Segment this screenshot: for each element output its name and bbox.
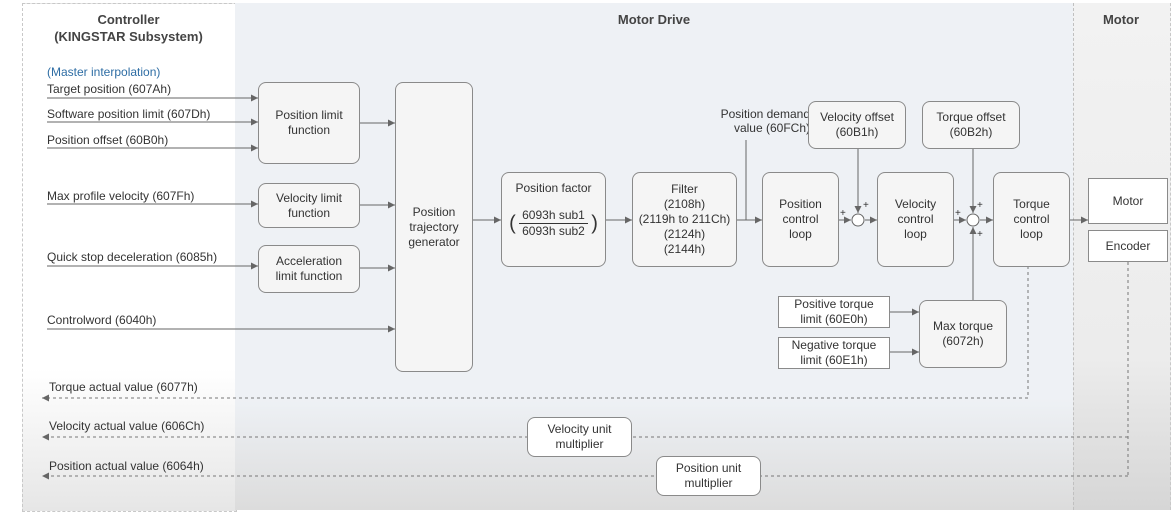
motor-drive-zone-title: Motor Drive xyxy=(617,12,691,27)
motor-block: Motor xyxy=(1088,178,1168,224)
controlword-label: Controlword (6040h) xyxy=(47,313,157,327)
torque-actual-label: Torque actual value (6077h) xyxy=(49,380,198,394)
velocity-actual-label: Velocity actual value (606Ch) xyxy=(49,419,205,433)
position-trajectory-generator-block: Position trajectory generator xyxy=(395,82,473,372)
controller-zone xyxy=(22,3,237,512)
position-demand-value-label: Position demand value (60FCh) xyxy=(720,107,810,135)
controller-zone-title: Controller (KINGSTAR Subsystem) xyxy=(54,12,203,44)
motor-zone-title: Motor xyxy=(1102,12,1140,27)
torque-control-loop-block: Torque control loop xyxy=(993,172,1070,267)
target-position-label: Target position (607Ah) xyxy=(47,82,172,96)
position-control-loop-block: Position control loop xyxy=(762,172,839,267)
velocity-limit-function-block: Velocity limit function xyxy=(258,183,360,228)
positive-torque-limit-block: Positive torque limit (60E0h) xyxy=(778,296,890,328)
position-offset-label: Position offset (60B0h) xyxy=(47,133,169,147)
plus-sign: + xyxy=(977,229,983,240)
position-limit-function-block: Position limit function xyxy=(258,82,360,164)
software-position-limit-label: Software position limit (607Dh) xyxy=(47,107,211,121)
velocity-control-loop-block: Velocity control loop xyxy=(877,172,954,267)
position-unit-multiplier-block: Position unit multiplier xyxy=(656,456,761,496)
plus-sign: + xyxy=(977,200,983,211)
encoder-block: Encoder xyxy=(1088,230,1168,262)
acceleration-limit-function-block: Acceleration limit function xyxy=(258,245,360,293)
position-factor-numerator: 6093h sub1 xyxy=(519,208,588,224)
quick-stop-deceleration-label: Quick stop deceleration (6085h) xyxy=(47,250,218,264)
position-factor-block: Position factor ( 6093h sub1 6093h sub2 … xyxy=(501,172,606,267)
max-profile-velocity-label: Max profile velocity (607Fh) xyxy=(47,189,195,203)
position-factor-title: Position factor xyxy=(515,181,592,195)
velocity-unit-multiplier-block: Velocity unit multiplier xyxy=(527,417,632,457)
negative-torque-limit-block: Negative torque limit (60E1h) xyxy=(778,337,890,369)
master-interpolation-label: (Master interpolation) xyxy=(47,65,161,79)
filter-block: Filter (2108h) (2119h to 211Ch) (2124h) … xyxy=(632,172,737,267)
position-actual-label: Position actual value (6064h) xyxy=(49,459,204,473)
torque-offset-block: Torque offset (60B2h) xyxy=(922,101,1020,149)
position-factor-fraction: ( 6093h sub1 6093h sub2 ) xyxy=(509,208,598,238)
plus-sign: + xyxy=(863,200,869,211)
velocity-offset-block: Velocity offset (60B1h) xyxy=(808,101,906,149)
max-torque-block: Max torque (6072h) xyxy=(919,300,1007,368)
plus-sign: + xyxy=(840,208,846,219)
position-factor-denominator: 6093h sub2 xyxy=(522,224,585,238)
plus-sign: + xyxy=(955,208,961,219)
